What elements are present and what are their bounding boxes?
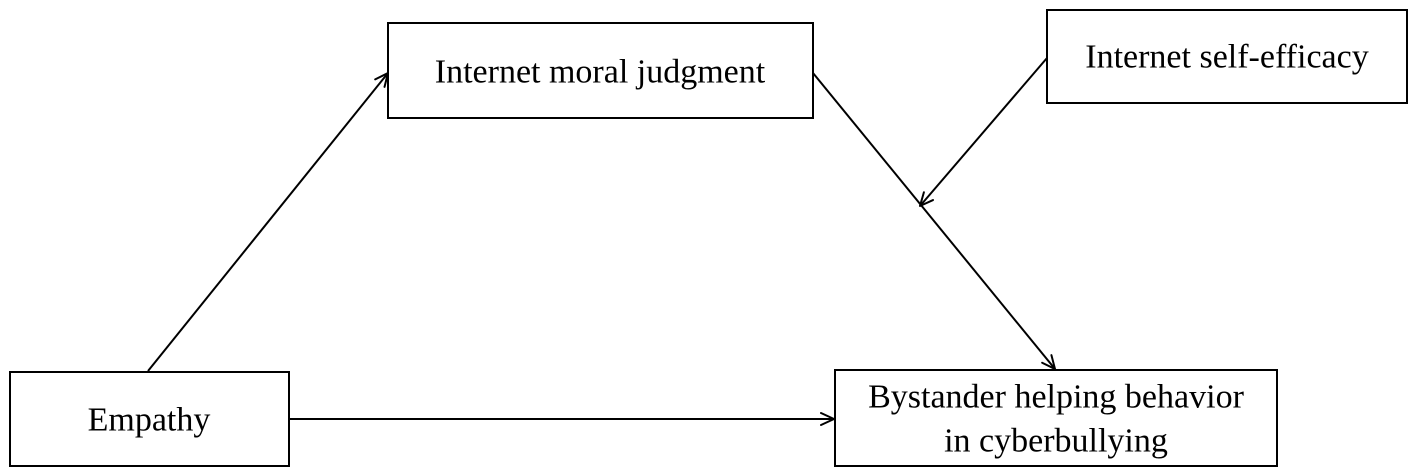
node-box: [9, 371, 290, 467]
node-box: [1046, 9, 1408, 104]
arrow-self-efficacy-moderation: [920, 57, 1048, 206]
node-internet-self-efficacy: Internet self-efficacy: [1046, 9, 1408, 104]
node-label: Internet self-efficacy: [1085, 39, 1368, 76]
node-label-line-2: in cyberbullying: [944, 423, 1168, 460]
node-box: [387, 22, 814, 119]
arrow-moral-judgment-to-bystander-helping: [812, 72, 1055, 369]
node-bystander-helping-behavior: Bystander helping behavior in cyberbully…: [834, 369, 1278, 467]
node-box: [834, 369, 1278, 467]
node-label: Empathy: [88, 402, 211, 439]
node-internet-moral-judgment: Internet moral judgment: [387, 22, 814, 119]
arrow-empathy-to-moral-judgment: [147, 73, 388, 372]
node-label-line-1: Bystander helping behavior: [868, 379, 1244, 416]
node-label: Internet moral judgment: [435, 54, 766, 91]
node-empathy: Empathy: [9, 371, 290, 467]
